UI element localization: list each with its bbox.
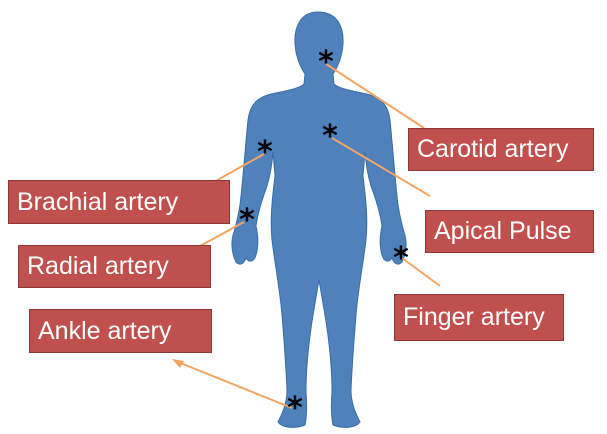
label-finger-artery: Finger artery — [394, 294, 564, 341]
pulse-marker-brachial: * — [257, 138, 273, 168]
pulse-marker-ankle: * — [287, 394, 303, 424]
pulse-marker-apical: * — [322, 122, 338, 152]
pulse-marker-radial: * — [239, 206, 255, 236]
label-ankle-artery: Ankle artery — [29, 309, 212, 353]
label-carotid-artery: Carotid artery — [408, 128, 594, 171]
arrowhead-ankle — [172, 359, 184, 368]
leader-line-ankle — [178, 362, 292, 408]
pulse-marker-finger: * — [393, 244, 409, 274]
pulse-marker-carotid: * — [318, 48, 334, 78]
label-apical-pulse: Apical Pulse — [425, 210, 594, 253]
label-radial-artery: Radial artery — [18, 245, 211, 288]
label-brachial-artery: Brachial artery — [8, 180, 230, 224]
